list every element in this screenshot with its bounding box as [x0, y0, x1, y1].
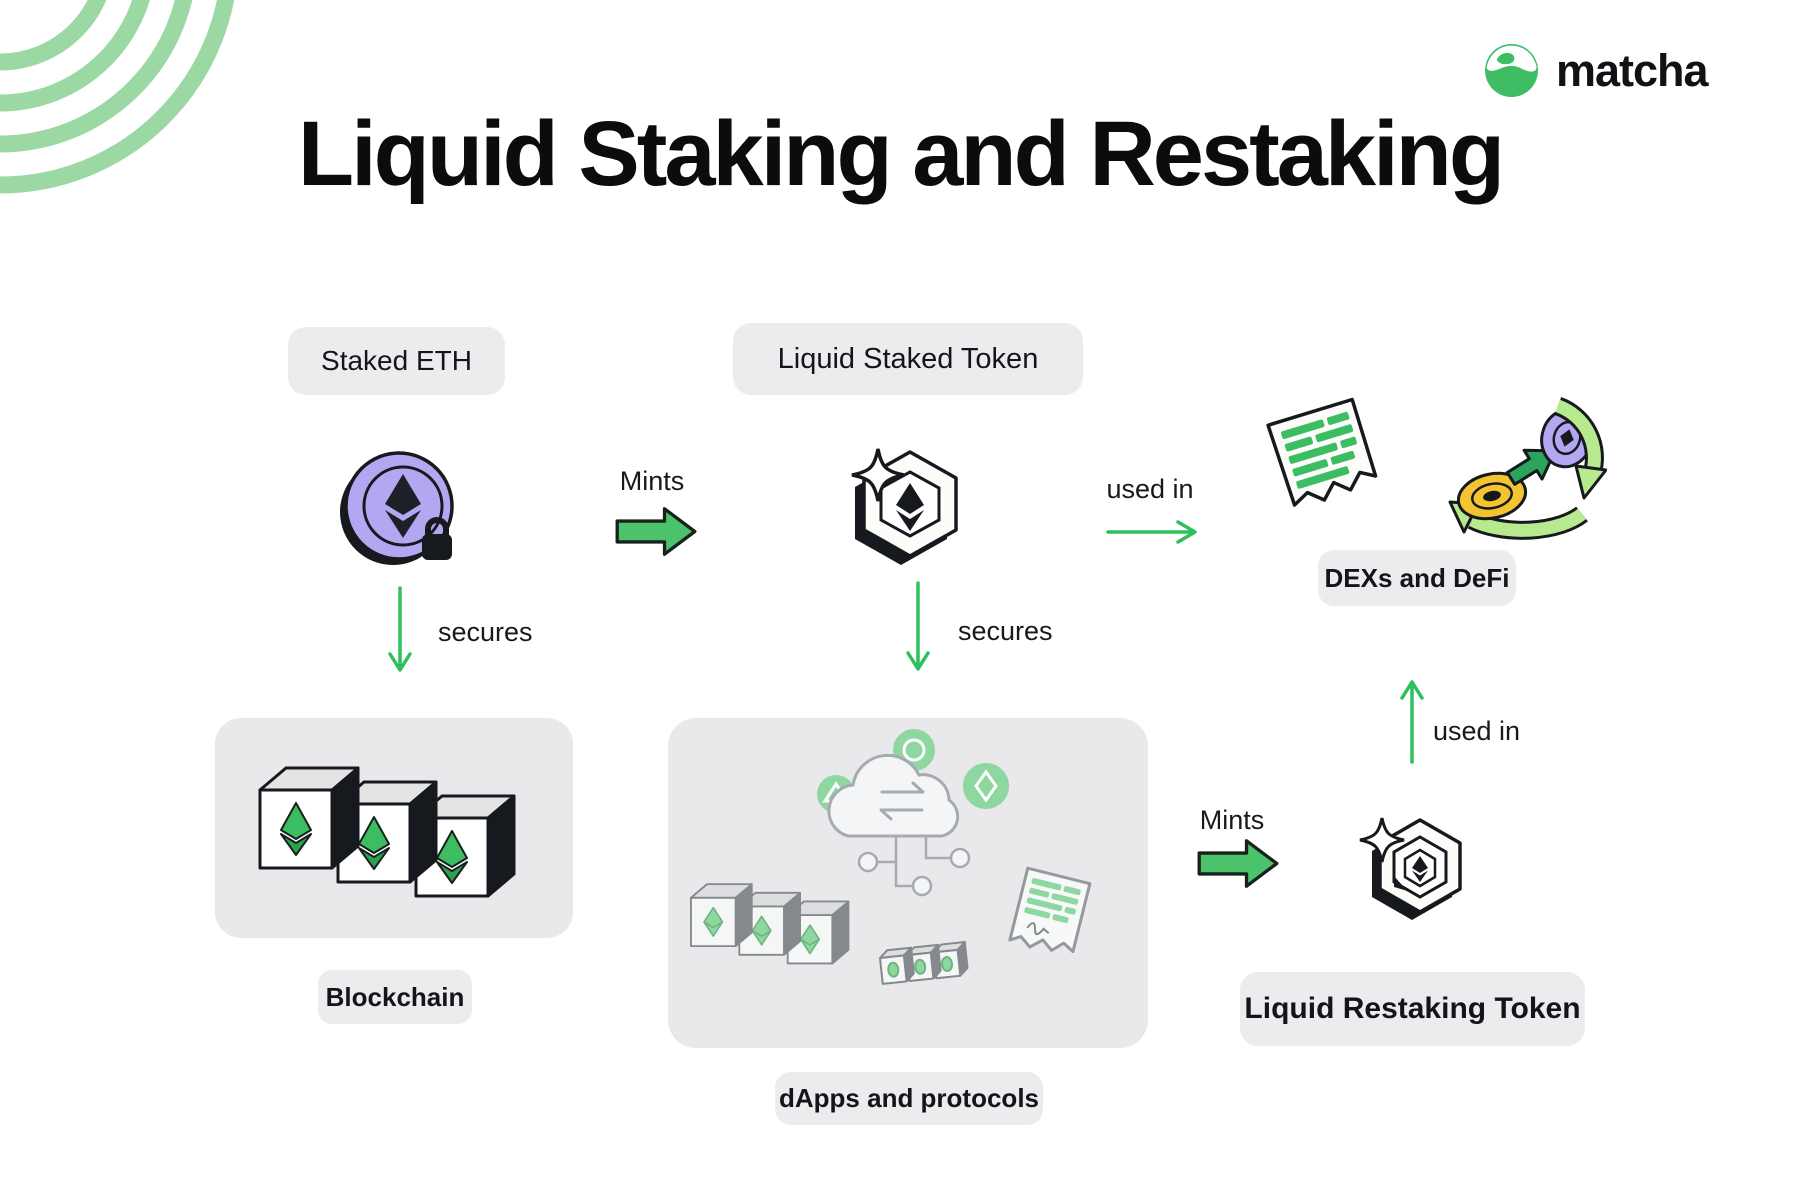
used-in-arrow-icon-2 [1400, 680, 1424, 764]
brand-wordmark: matcha [1556, 44, 1709, 96]
liquid-restaking-token-icon [1359, 817, 1462, 920]
matcha-logo-icon [1485, 44, 1538, 97]
label-secures-dapps: secures [958, 616, 1053, 646]
mints-arrow-icon-2 [1197, 839, 1279, 888]
contract-document-icon [1266, 397, 1378, 507]
pill-dapps-and-protocols: dApps and protocols [775, 1072, 1043, 1125]
label-secures-blockchain: secures [438, 617, 533, 647]
dapps-panel [668, 718, 1148, 1048]
token-swap-icon [1448, 397, 1607, 540]
pill-liquid-restaking-token: Liquid Restaking Token [1240, 972, 1585, 1046]
page-title: Liquid Staking and Restaking [297, 103, 1505, 205]
block-row-icon [879, 941, 969, 985]
pill-blockchain: Blockchain [318, 970, 472, 1024]
label-used-in-lrt: used in [1433, 716, 1521, 746]
liquid-staked-token-icon [851, 448, 958, 565]
pill-dexs-and-defi: DEXs and DeFi [1318, 550, 1516, 606]
label-used-in-dex: used in [1106, 474, 1194, 504]
secures-arrow-icon-2 [906, 581, 930, 671]
dex-defi-illustration [1266, 397, 1607, 540]
brand-logo: matcha [1483, 42, 1709, 99]
cloud-protocol-icon [813, 725, 1013, 897]
secures-arrow-icon-1 [388, 586, 412, 672]
label-mints-stake: Mints [619, 466, 685, 496]
pill-staked-eth: Staked ETH [288, 327, 505, 395]
blockchain-cubes-icon [258, 766, 516, 898]
staked-eth-coin-icon [340, 451, 454, 565]
pill-liquid-staked-token: Liquid Staked Token [733, 323, 1083, 395]
label-mints-restake: Mints [1199, 805, 1265, 835]
contract-doc-gray-icon [1008, 866, 1092, 954]
mints-arrow-icon-1 [615, 507, 697, 556]
dapps-illustration [690, 725, 1092, 985]
used-in-arrow-icon-1 [1106, 520, 1197, 544]
mini-cubes-icon [690, 883, 850, 965]
